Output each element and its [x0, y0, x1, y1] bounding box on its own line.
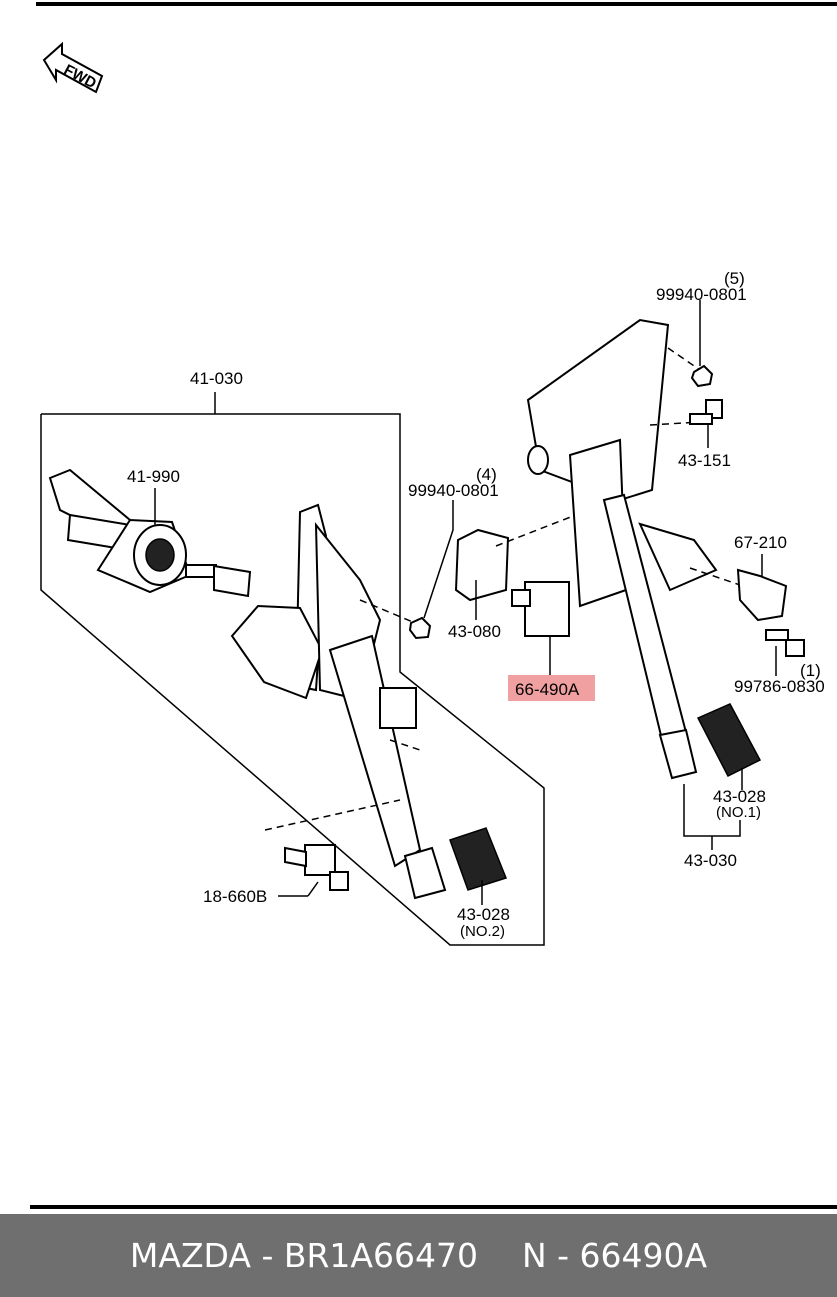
master-cylinder: [48, 468, 252, 598]
footer-number-text: N - 66490A: [521, 1236, 708, 1275]
label-41-990: 41-990: [127, 467, 180, 486]
label-qty-5: (5): [724, 269, 745, 288]
bolt-right: [765, 629, 805, 676]
bracket: [454, 489, 641, 620]
clutch-pedal: [230, 503, 507, 900]
label-qty-1: (1): [800, 661, 821, 680]
brake-pedal: [526, 318, 762, 780]
highlight-box: [508, 675, 595, 701]
fwd-arrow-icon: FWD: [42, 41, 104, 94]
nut-left: [408, 500, 454, 640]
label-43-080: 43-080: [448, 622, 501, 641]
switch-right: [736, 554, 788, 622]
label-18-660B: 18-660B: [203, 887, 267, 906]
label-99940-0801-left: 99940-0801: [408, 481, 499, 500]
label-67-210: 67-210: [734, 533, 787, 552]
label-43-151: 43-151: [678, 451, 731, 470]
label-99786-0830: 99786-0830: [734, 677, 825, 696]
label-qty-4: (4): [476, 465, 497, 484]
label-no1: (NO.1): [716, 804, 761, 821]
label-43-028-left: 43-028: [457, 905, 510, 924]
clutch-switch: [278, 844, 349, 897]
nut-right: [690, 300, 714, 388]
footer-part-text: MAZDA - BR1A66470: [129, 1236, 478, 1275]
footer-bar: MAZDA - BR1A66470 N - 66490A: [0, 1214, 837, 1297]
top-rule: [36, 2, 837, 6]
stop-switch: [511, 581, 570, 675]
bottom-rule: [30, 1205, 837, 1209]
bolt-top: [689, 399, 723, 448]
assembly-frame: [40, 413, 545, 946]
label-99940-0801-right: 99940-0801: [656, 285, 747, 304]
label-43-028-right: 43-028: [713, 787, 766, 806]
label-66-490A: 66-490A: [515, 680, 580, 699]
label-no2: (NO.2): [460, 923, 505, 940]
pedal-assembly-diagram: FWD: [40, 41, 825, 946]
label-43-030: 43-030: [684, 851, 737, 870]
label-41-030: 41-030: [190, 369, 243, 388]
